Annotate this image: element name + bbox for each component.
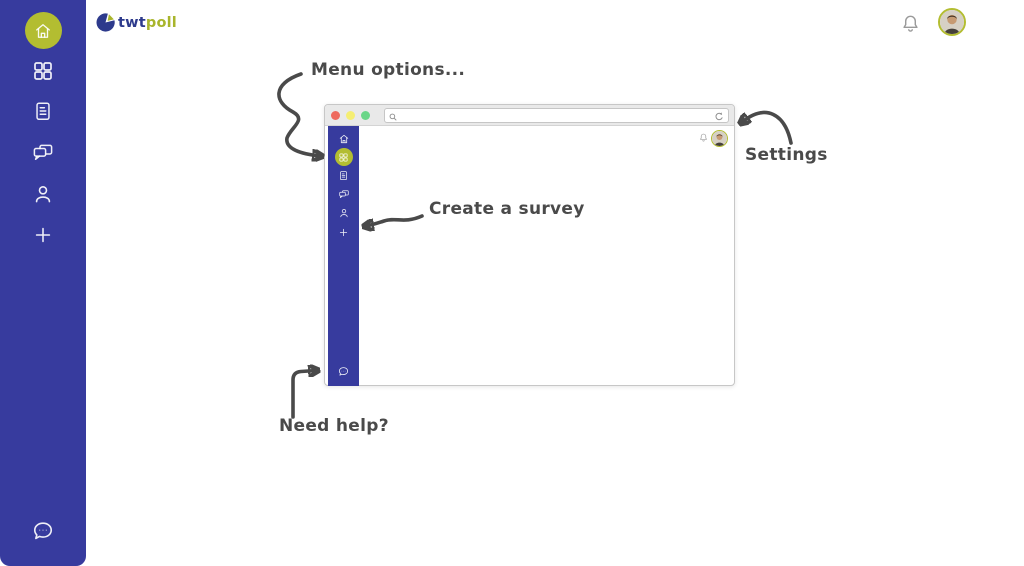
mini-sidebar-item-create-survey — [328, 227, 359, 238]
mini-sidebar-item-messages — [328, 188, 359, 200]
mini-sidebar-item-contacts — [328, 207, 359, 219]
need-help-arrow — [291, 371, 316, 419]
mini-sidebar-item-apps-menu — [328, 148, 359, 166]
active-item-highlight — [24, 12, 62, 49]
home-icon — [33, 21, 53, 41]
mini-sidebar-item-help-chat — [328, 365, 359, 378]
chat-dots-icon — [30, 518, 56, 544]
brand-logo[interactable]: twtpoll — [95, 12, 177, 33]
annotation-settings: Settings — [745, 145, 828, 165]
notifications-button[interactable] — [899, 12, 922, 35]
browser-title-bar — [325, 105, 734, 126]
mini-sidebar — [328, 126, 359, 386]
bell-icon — [698, 132, 709, 143]
sidebar-item-messages[interactable] — [0, 140, 86, 164]
brand-name: twtpoll — [118, 15, 177, 31]
window-maximize-button — [361, 111, 370, 120]
window-minimize-button — [346, 111, 355, 120]
sidebar-item-help-chat[interactable] — [0, 518, 86, 544]
search-icon — [388, 112, 398, 122]
avatar-photo — [940, 10, 964, 34]
document-icon — [338, 170, 349, 181]
mini-app-body — [325, 126, 734, 386]
sidebar-item-apps-menu[interactable] — [0, 59, 86, 83]
tutorial-browser-window — [324, 104, 735, 386]
mini-sidebar-item-surveys — [328, 170, 359, 181]
top-bar: twtpoll — [86, 0, 1024, 48]
sidebar-item-contacts[interactable] — [0, 182, 86, 206]
mini-active-item-highlight — [334, 148, 353, 166]
annotation-menu-options: Menu options... — [311, 60, 466, 80]
browser-address-bar — [384, 108, 729, 123]
mini-user-avatar — [711, 130, 728, 147]
chat-bubbles-icon — [31, 140, 55, 164]
grid-icon — [338, 152, 349, 163]
chat-dots-icon — [337, 365, 350, 378]
grid-icon — [31, 59, 55, 83]
pie-chart-logo-icon — [95, 12, 116, 33]
sidebar-item-create-survey[interactable] — [0, 224, 86, 246]
mini-sidebar-item-home — [328, 133, 359, 145]
sidebar-item-home[interactable] — [0, 12, 86, 49]
annotation-create-survey: Create a survey — [429, 199, 585, 219]
chat-bubbles-icon — [338, 188, 350, 200]
main-sidebar — [0, 0, 86, 566]
refresh-icon — [713, 111, 725, 123]
menu-options-arrow — [277, 72, 320, 156]
brand-name-twt: twt — [118, 14, 146, 31]
home-icon — [338, 133, 350, 145]
annotation-need-help: Need help? — [279, 416, 389, 436]
bell-icon — [899, 12, 922, 35]
document-icon — [32, 100, 54, 122]
person-icon — [31, 182, 55, 206]
sidebar-item-surveys[interactable] — [0, 100, 86, 122]
avatar-photo — [712, 131, 727, 146]
settings-arrow — [742, 110, 793, 145]
user-avatar[interactable] — [938, 8, 966, 36]
person-icon — [338, 207, 350, 219]
onboarding-illustration: Menu options... Create a survey Settings… — [86, 48, 1024, 566]
window-close-button — [331, 111, 340, 120]
brand-name-poll: poll — [145, 14, 177, 31]
plus-icon — [338, 227, 349, 238]
plus-icon — [32, 224, 54, 246]
